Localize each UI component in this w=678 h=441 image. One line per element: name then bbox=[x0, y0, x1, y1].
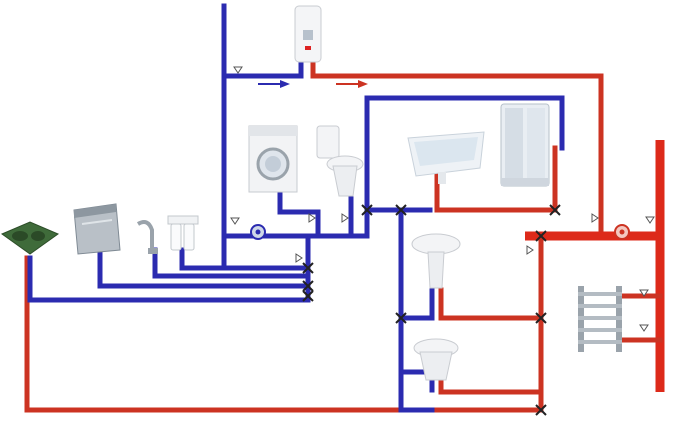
cold-filter-line bbox=[179, 247, 311, 271]
valve bbox=[535, 404, 547, 416]
hot-flow-arrow bbox=[336, 80, 368, 88]
hot-bidet-line bbox=[438, 369, 544, 395]
washing-machine-icon bbox=[248, 125, 298, 193]
cold-heater-inlet bbox=[221, 59, 304, 79]
valve bbox=[549, 204, 561, 216]
cold-flow-arrow bbox=[258, 80, 290, 88]
toilet-icon bbox=[316, 125, 364, 197]
hot-washbasin-line bbox=[438, 287, 544, 321]
check-valve bbox=[639, 289, 649, 297]
cold-faucet-line bbox=[152, 247, 311, 279]
check-valve bbox=[341, 213, 349, 223]
pressure-reducer-cold bbox=[250, 224, 266, 240]
kitchen-sink-icon bbox=[0, 221, 60, 255]
bathtub-icon bbox=[407, 131, 485, 184]
check-valve bbox=[233, 66, 243, 74]
pressure-reducer-hot bbox=[614, 224, 630, 240]
towel-rail-icon bbox=[578, 286, 622, 352]
water-heater-icon bbox=[294, 5, 322, 63]
cold-riser-bottom bbox=[398, 237, 435, 413]
check-valve bbox=[308, 213, 316, 223]
valve bbox=[395, 312, 407, 324]
faucet-icon bbox=[136, 220, 158, 254]
check-valve bbox=[645, 216, 655, 224]
check-valve bbox=[591, 213, 599, 223]
hot-kitchen-line bbox=[24, 255, 544, 413]
hot-bath-branch bbox=[434, 145, 558, 213]
valve bbox=[535, 230, 547, 242]
washbasin-icon bbox=[411, 233, 461, 289]
shutoff-valves bbox=[302, 204, 561, 416]
cold-bath-branch bbox=[305, 95, 565, 239]
check-valves bbox=[230, 66, 655, 332]
check-valve bbox=[295, 253, 303, 263]
shower-cabin-icon bbox=[500, 103, 550, 187]
bidet-icon bbox=[413, 338, 459, 381]
check-valve bbox=[639, 324, 649, 332]
dishwasher-icon bbox=[73, 203, 121, 255]
check-valve bbox=[526, 245, 534, 255]
valve bbox=[302, 290, 314, 302]
water-filter-icon bbox=[167, 215, 199, 251]
valve bbox=[302, 262, 314, 274]
hot-main-line bbox=[310, 59, 604, 239]
cold-washer-line bbox=[277, 192, 321, 239]
check-valve bbox=[230, 217, 240, 225]
cold-sink-line bbox=[27, 255, 311, 303]
valve bbox=[535, 312, 547, 324]
cold-fixture-riser bbox=[364, 207, 404, 413]
valve bbox=[395, 204, 407, 216]
valve bbox=[361, 204, 373, 216]
cold-dishwasher-line bbox=[97, 249, 311, 289]
valve bbox=[302, 280, 314, 292]
hot-water-pipes bbox=[24, 59, 665, 413]
